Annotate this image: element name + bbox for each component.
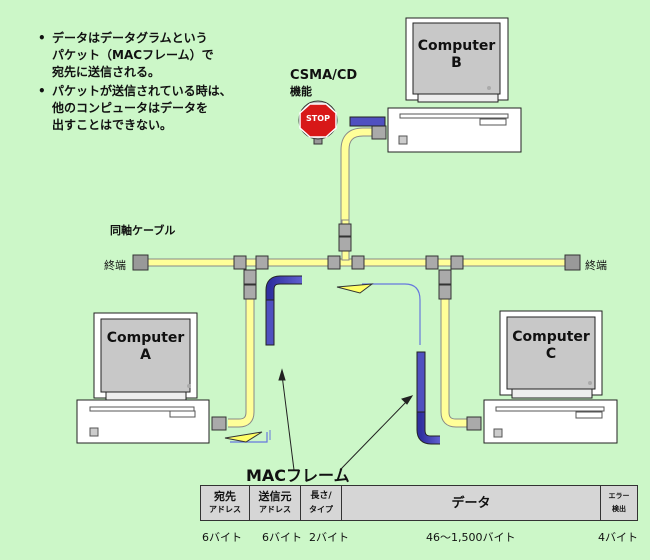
mac-frame-table: 宛先 アドレス 送信元 アドレス 長さ/ タイプ データ エラー 検出: [200, 485, 638, 521]
computer-c[interactable]: [483, 310, 618, 444]
field-data: データ: [341, 485, 601, 521]
csma-label: CSMA/CD 機能: [290, 68, 357, 100]
size-data: 46〜1,500バイト: [426, 531, 516, 544]
signal-flash-a: [224, 431, 263, 443]
coax-cable-label: 同軸ケーブル: [110, 224, 176, 237]
bullet-item: パケットが送信されている時は、 他のコンピュータはデータを 出すことはできない。: [36, 83, 266, 134]
frame-callout-lines: [278, 368, 414, 471]
csma-sub: 機能: [290, 85, 312, 98]
computer-c-sub: C: [545, 346, 557, 362]
computer-c-title: Computer: [512, 329, 590, 345]
terminator-left-plug: [132, 254, 149, 271]
packet-stream-b: [349, 116, 386, 127]
computer-a[interactable]: [76, 312, 210, 444]
computer-b-label: Computer B: [413, 38, 500, 72]
mac-frame-title: MACフレーム: [246, 466, 350, 485]
signal-path-a: [269, 430, 271, 440]
field-fcs: エラー 検出: [600, 485, 638, 521]
t-connector-a: [233, 255, 269, 300]
plug-b: [371, 125, 387, 140]
size-src: 6バイト: [262, 531, 302, 544]
size-dest: 6バイト: [202, 531, 242, 544]
field-src: 送信元 アドレス: [249, 485, 301, 521]
bullet-list: データはデータグラムという パケット（MACフレーム）で 宛先に送信される。 パ…: [36, 30, 266, 136]
field-length-type: 長さ/ タイプ: [300, 485, 342, 521]
terminator-left-label: 終端: [104, 259, 126, 272]
size-length-type: 2バイト: [309, 531, 349, 544]
computer-b-sub: B: [451, 55, 462, 71]
signal-path-a2: [230, 432, 268, 443]
computer-b-title: Computer: [417, 38, 496, 54]
computer-b[interactable]: [387, 17, 522, 153]
field-dest: 宛先 アドレス: [200, 485, 250, 521]
plug-a: [211, 416, 227, 431]
packet-stream-c: [416, 351, 440, 445]
bullet-item: データはデータグラムという パケット（MACフレーム）で 宛先に送信される。: [36, 30, 266, 81]
terminator-right-plug: [564, 254, 581, 271]
t-connector-c: [425, 255, 464, 300]
signal-path-c: [362, 283, 421, 345]
signal-flash-center: [336, 283, 374, 294]
plug-c: [466, 416, 482, 431]
computer-a-label: Computer A: [101, 330, 190, 364]
computer-a-title: Computer: [106, 330, 185, 346]
t-connector-b: [327, 223, 365, 270]
size-fcs: 4バイト: [598, 531, 638, 544]
terminator-right-label: 終端: [585, 259, 607, 272]
computer-a-sub: A: [140, 347, 151, 363]
computer-c-label: Computer C: [507, 329, 595, 363]
packet-stream-a: [265, 275, 302, 346]
stop-text: STOP: [306, 114, 330, 123]
csma-title: CSMA/CD: [290, 68, 358, 83]
stop-sign-icon: [298, 100, 338, 145]
